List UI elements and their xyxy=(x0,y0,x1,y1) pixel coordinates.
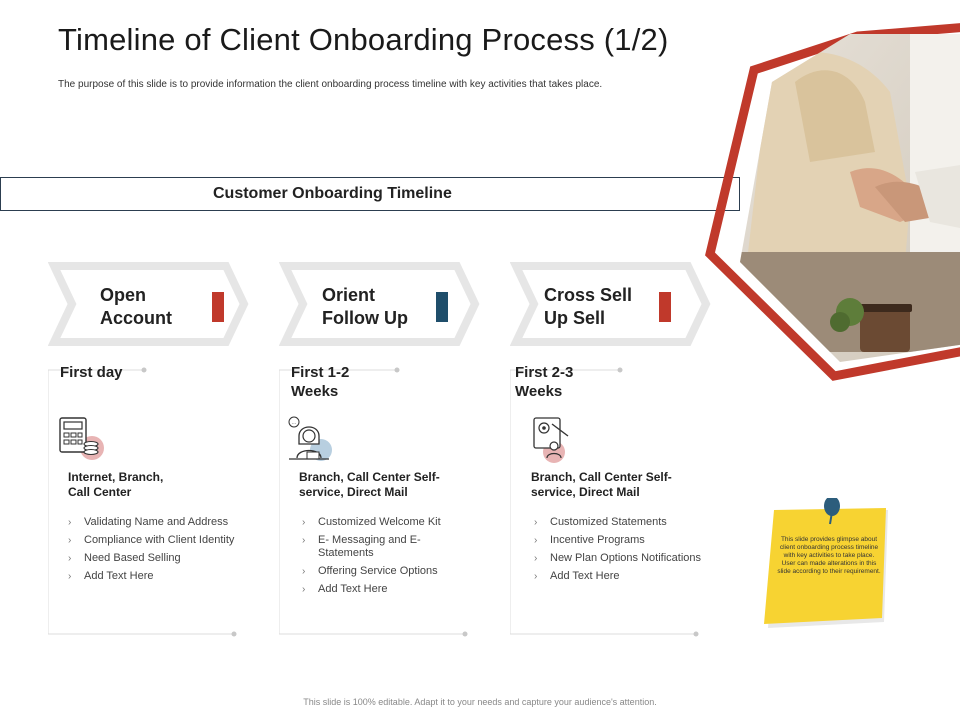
list-item: › Customized Welcome Kit xyxy=(300,516,500,529)
activity-list: › Customized Welcome Kit › E- Messaging an… xyxy=(300,516,500,601)
chevron-right-icon: › xyxy=(68,535,72,546)
activity-text: Add Text Here xyxy=(84,570,154,582)
timeline-banner: Customer Onboarding Timeline xyxy=(0,177,740,211)
list-item: › E- Messaging and E- xyxy=(300,534,500,547)
list-item: › Add Text Here xyxy=(66,570,266,583)
stage-channel-line: Internet, Branch, xyxy=(68,470,164,484)
stage-chevron xyxy=(48,262,249,346)
chevron-right-icon: › xyxy=(302,566,306,577)
sticky-note-text: This slide provides glimpse about client… xyxy=(777,536,881,575)
chevron-right-icon: › xyxy=(68,553,72,564)
activity-text: Statements xyxy=(318,547,374,559)
list-item: › Add Text Here xyxy=(532,570,732,583)
chevron-right-icon: › xyxy=(534,517,538,528)
stage-channel: Internet, Branch, Call Center xyxy=(68,470,248,500)
stage-chevron xyxy=(510,262,711,346)
activity-list: › Validating Name and Address › Compliance… xyxy=(66,516,266,588)
stage-channel: Branch, Call Center Self- service, Direc… xyxy=(299,470,479,500)
hexagon-frame xyxy=(705,23,960,381)
handshake-photo xyxy=(705,23,960,381)
chevron-right-icon: › xyxy=(302,584,306,595)
list-item: › Offering Service Options xyxy=(300,565,500,578)
stage-period: First day xyxy=(60,363,123,382)
timeline-bracket xyxy=(48,367,237,637)
stage-channel-line: Branch, Call Center Self- xyxy=(531,470,672,484)
activity-text: Compliance with Client Identity xyxy=(84,534,235,546)
activity-text: Customized Welcome Kit xyxy=(318,516,441,528)
stage-title: Orient Follow Up xyxy=(322,284,408,330)
calculator-coins-icon xyxy=(59,417,104,460)
activity-text: Customized Statements xyxy=(550,516,667,528)
activity-text: Need Based Selling xyxy=(84,552,181,564)
activity-text: New Plan Options Notifications xyxy=(550,552,702,564)
timeline-bracket xyxy=(279,367,468,637)
activity-text: E- Messaging and E- xyxy=(318,534,421,546)
chevron-right-icon: › xyxy=(302,517,306,528)
list-item: › Customized Statements xyxy=(532,516,732,529)
chevron-right-icon: › xyxy=(534,571,538,582)
list-item: › New Plan Options Notifications xyxy=(532,552,732,565)
activity-list: › Customized Statements › Incentive Progra… xyxy=(532,516,732,588)
stage-chevron xyxy=(279,262,480,346)
chevron-right-icon: › xyxy=(68,517,72,528)
stage-accent-marker xyxy=(212,292,224,322)
chevron-right-icon: › xyxy=(302,535,306,546)
stage-open-account: Open Account First day Internet, Branch,… xyxy=(48,262,288,642)
list-item: › Add Text Here xyxy=(300,583,500,596)
chevron-right-icon: › xyxy=(68,571,72,582)
stage-period: First 1-2 Weeks xyxy=(291,363,349,401)
stage-title-line: Follow Up xyxy=(322,308,408,328)
stage-channel-line: Branch, Call Center Self- xyxy=(299,470,440,484)
stage-title-line: Cross Sell xyxy=(544,285,633,305)
stage-channel-line: service, Direct Mail xyxy=(531,485,640,499)
footer-note: This slide is 100% editable. Adapt it to… xyxy=(303,697,657,707)
stage-period-line: First 2-3 xyxy=(515,364,574,381)
stage-title: Cross Sell Up Sell xyxy=(544,284,632,330)
page-subtitle: The purpose of this slide is to provide … xyxy=(58,79,603,90)
sticky-note xyxy=(764,498,888,628)
stage-period-line: Weeks xyxy=(291,383,339,400)
stage-channel: Branch, Call Center Self- service, Direc… xyxy=(531,470,711,500)
stage-period-line: First day xyxy=(60,364,123,381)
stage-channel-line: Call Center xyxy=(68,485,132,499)
list-item: › Need Based Selling xyxy=(66,552,266,565)
activity-text: Incentive Programs xyxy=(550,534,645,546)
stage-channel-line: service, Direct Mail xyxy=(299,485,408,499)
stage-title: Open Account xyxy=(100,284,172,330)
chevron-right-icon: › xyxy=(534,553,538,564)
stage-title-line: Open xyxy=(100,285,147,305)
pin-icon xyxy=(824,498,840,516)
list-item: Statements xyxy=(300,547,500,560)
stage-title-line: Orient xyxy=(322,285,376,305)
list-item: › Compliance with Client Identity xyxy=(66,534,266,547)
support-agent-icon: ... xyxy=(288,416,332,461)
svg-text:...: ... xyxy=(292,420,296,426)
stage-period: First 2-3 Weeks xyxy=(515,363,573,401)
timeline-bracket xyxy=(510,367,699,637)
list-item: › Incentive Programs xyxy=(532,534,732,547)
stage-orient-follow-up: Orient Follow Up First 1-2 Weeks ... Bra… xyxy=(279,262,519,642)
activity-text: Offering Service Options xyxy=(318,565,438,577)
stage-accent-marker xyxy=(436,292,448,322)
stage-period-line: Weeks xyxy=(515,383,563,400)
activity-text: Validating Name and Address xyxy=(84,516,229,528)
stage-period-line: First 1-2 xyxy=(291,364,350,381)
chevron-right-icon: › xyxy=(534,535,538,546)
settings-person-icon xyxy=(533,417,569,463)
page-title: Timeline of Client Onboarding Process (1… xyxy=(58,22,669,57)
timeline-banner-label: Customer Onboarding Timeline xyxy=(213,185,452,202)
list-item: › Validating Name and Address xyxy=(66,516,266,529)
activity-text: Add Text Here xyxy=(550,570,620,582)
activity-text: Add Text Here xyxy=(318,583,388,595)
stage-accent-marker xyxy=(659,292,671,322)
stage-title-line: Account xyxy=(100,308,172,328)
stage-cross-sell-up-sell: Cross Sell Up Sell First 2-3 Weeks Branc… xyxy=(510,262,750,642)
stage-title-line: Up Sell xyxy=(544,308,606,328)
